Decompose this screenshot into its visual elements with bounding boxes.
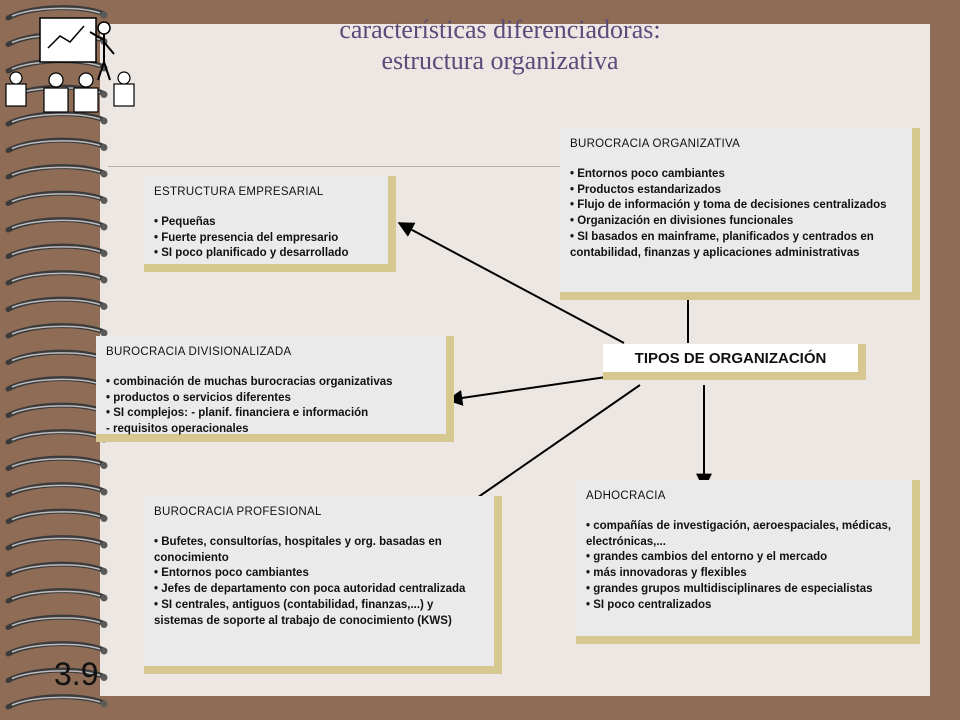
list-continuation: - requisitos operacionales <box>106 423 249 436</box>
spiral-ring-highlight <box>11 113 101 123</box>
box-heading: BUROCRACIA PROFESIONAL <box>154 506 322 518</box>
list-item: SI poco centralizados <box>586 598 902 614</box>
box-burocracia-organizativa: BUROCRACIA ORGANIZATIVA Entornos poco ca… <box>560 128 920 300</box>
spiral-ring-highlight <box>11 537 101 547</box>
spiral-ring-highlight <box>11 511 101 521</box>
spiral-ring-highlight <box>11 670 101 680</box>
spiral-ring-highlight <box>11 617 101 627</box>
spiral-hole <box>100 223 108 231</box>
spiral-ring-highlight <box>11 272 101 282</box>
list-item: Bufetes, consultorías, hospitales y org.… <box>154 535 484 567</box>
box-heading: BUROCRACIA DIVISIONALIZADA <box>106 346 292 358</box>
arrow-to-profesional <box>446 384 641 519</box>
spiral-ring-highlight <box>11 696 101 706</box>
spiral-ring-highlight <box>11 458 101 468</box>
list-item: Fuerte presencia del empresario <box>154 231 378 247</box>
spiral-ring-highlight <box>11 643 101 653</box>
list-item: SI centrales, antiguos (contabilidad, fi… <box>154 598 484 630</box>
list-item: Jefes de departamento con poca autoridad… <box>154 582 484 598</box>
spiral-hole <box>100 117 108 125</box>
spiral-binding-icon <box>5 5 108 710</box>
spiral-hole <box>100 329 108 337</box>
list-item: Organización en divisiones funcionales <box>570 214 902 230</box>
box-adhocracia: ADHOCRACIA compañías de investigación, a… <box>576 480 920 644</box>
list-item: grandes cambios del entorno y el mercado <box>586 550 902 566</box>
spiral-hole <box>100 11 108 19</box>
arrow-to-empresarial <box>397 222 625 344</box>
box-estructura-empresarial: ESTRUCTURA EMPRESARIAL Pequeñas Fuerte p… <box>144 176 396 272</box>
list-item: productos o servicios diferentes <box>106 391 436 407</box>
spiral-hole <box>100 303 108 310</box>
list-item: SI poco planificado y desarrollado <box>154 246 378 262</box>
list-item: combinación de muchas burocracias organi… <box>106 375 436 391</box>
spiral-ring-highlight <box>11 352 101 362</box>
spiral-hole <box>100 462 108 469</box>
spiral-hole <box>100 197 108 204</box>
spiral-ring-highlight <box>11 246 101 256</box>
title-line-1: características diferenciadoras: <box>339 15 661 44</box>
list-item: Entornos poco cambiantes <box>570 167 902 183</box>
spiral-ring-highlight <box>11 193 101 203</box>
tipos-de-organizacion-node: TIPOS DE ORGANIZACIÓN <box>603 344 866 380</box>
list-item: Productos estandarizados <box>570 183 902 199</box>
spiral-hole <box>100 488 108 496</box>
page-number: 3.9 <box>54 656 99 692</box>
spiral-hole <box>100 144 108 151</box>
spiral-hole <box>100 250 108 257</box>
spiral-hole <box>100 170 108 178</box>
spiral-hole <box>100 674 108 681</box>
center-label: TIPOS DE ORGANIZACIÓN <box>603 344 858 372</box>
spiral-ring-highlight <box>11 166 101 176</box>
spiral-hole <box>100 515 108 522</box>
spiral-hole <box>100 568 108 575</box>
spiral-ring-highlight <box>11 140 101 150</box>
title-line-2: estructura organizativa <box>381 46 619 75</box>
spiral-hole <box>100 621 108 628</box>
list-item: SI basados en mainframe, planificados y … <box>570 230 902 262</box>
list-item: Pequeñas <box>154 215 378 231</box>
list-item: Flujo de información y toma de decisione… <box>570 198 902 214</box>
spiral-ring-highlight <box>11 219 101 229</box>
spiral-ring-highlight <box>11 299 101 309</box>
spiral-hole <box>100 91 108 98</box>
spiral-hole <box>100 594 108 602</box>
presenter-clipart-icon <box>5 17 135 113</box>
spiral-ring-highlight <box>11 590 101 600</box>
header-divider <box>108 166 560 167</box>
list-item: grandes grupos multidisciplinares de esp… <box>586 582 902 598</box>
box-heading: BUROCRACIA ORGANIZATIVA <box>570 138 741 150</box>
spiral-hole <box>100 647 108 655</box>
page-title: características diferenciadoras: estruct… <box>270 14 730 76</box>
list-item: SI complejos: - planif. financiera e inf… <box>106 406 436 422</box>
box-heading: ESTRUCTURA EMPRESARIAL <box>154 186 324 198</box>
box-heading: ADHOCRACIA <box>586 490 666 502</box>
list-item: compañías de investigación, aeroespacial… <box>586 519 902 551</box>
spiral-ring-highlight <box>11 378 101 388</box>
spiral-ring-highlight <box>11 7 101 17</box>
spiral-ring-highlight <box>11 564 101 574</box>
list-item: más innovadoras y flexibles <box>586 566 902 582</box>
spiral-hole <box>100 700 108 708</box>
spiral-ring-highlight <box>11 325 101 335</box>
arrow-to-divisionalizada <box>446 374 621 406</box>
list-item: Entornos poco cambiantes <box>154 566 484 582</box>
box-burocracia-profesional: BUROCRACIA PROFESIONAL Bufetes, consulto… <box>144 496 502 674</box>
spiral-ring-highlight <box>11 484 101 494</box>
spiral-hole <box>100 276 108 284</box>
spiral-ring-highlight <box>11 431 101 441</box>
box-burocracia-divisionalizada: BUROCRACIA DIVISIONALIZADA combinación d… <box>96 336 454 442</box>
spiral-hole <box>100 541 108 549</box>
spiral-ring-highlight <box>11 405 101 415</box>
